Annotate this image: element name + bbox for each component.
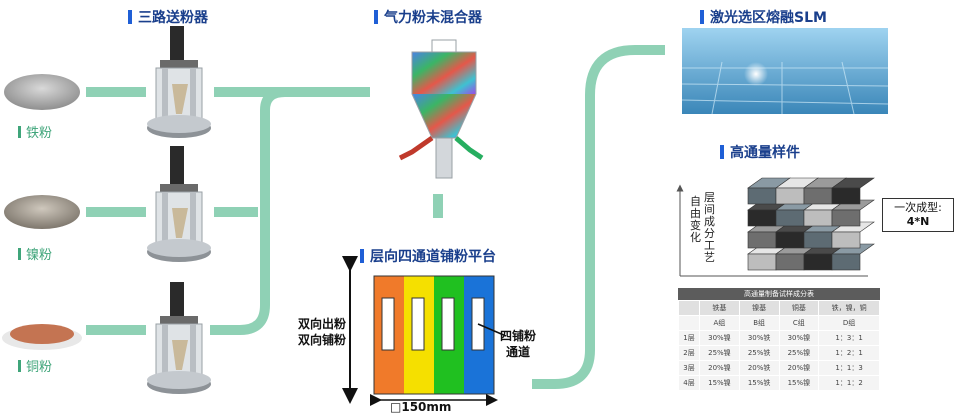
- table-title: 高通量制备试样成分表: [678, 288, 880, 300]
- table-cell: 4层: [677, 375, 701, 391]
- table-cell: 铁，镍，铜: [818, 300, 880, 316]
- cube-cell-front: [803, 253, 833, 271]
- table-cell: 20%铁: [738, 360, 780, 376]
- note-line-1: 一次成型:: [894, 201, 942, 214]
- powder-label-copper: 铜粉: [18, 356, 52, 375]
- table-cell: 1：1：2: [818, 375, 880, 391]
- table-cell: 3层: [677, 360, 701, 376]
- cube-cell-front: [747, 231, 777, 249]
- table-cell: 1层: [677, 330, 701, 346]
- table-cell: 15%镍: [699, 375, 740, 391]
- table-cell: 20%镍: [699, 360, 740, 376]
- cube-cell-front: [747, 253, 777, 271]
- platform-title: 层向四通道铺粉平台: [360, 246, 496, 266]
- axis-label-2: 层间成分工艺: [704, 191, 715, 264]
- table-cell: B组: [738, 315, 780, 331]
- pipe-to-slm: [532, 45, 665, 389]
- powder-label-nickel: 镍粉: [18, 244, 52, 263]
- table-cell: 30%镍: [699, 330, 740, 346]
- right-label-line-2: 通道: [506, 345, 531, 359]
- table-cell: 镍基: [738, 300, 780, 316]
- cube-cell-front: [831, 231, 861, 249]
- powder-label-iron: 铁粉: [18, 122, 52, 141]
- mixer-title: 气力粉末混合器: [374, 7, 482, 27]
- cube-cell-front: [775, 231, 805, 249]
- table-cell: [677, 300, 701, 316]
- copper-powder-pile: [2, 324, 82, 350]
- feeder-2: [147, 146, 211, 262]
- table-cell: 25%铁: [738, 345, 780, 361]
- nickel-powder-pile: [4, 195, 80, 229]
- table-cell: 1：3：1: [818, 330, 880, 346]
- slm-laser-image: [682, 28, 888, 114]
- right-label-line-1: 四铺粉: [500, 329, 537, 343]
- table-cell: 铜基: [778, 300, 820, 316]
- cube-cell-front: [747, 209, 777, 227]
- table-cell: 1：1：3: [818, 360, 880, 376]
- table-row: 铁基镍基铜基铁，镍，铜: [677, 300, 880, 316]
- feeder-3: [147, 282, 211, 394]
- cube-cell-front: [831, 187, 861, 205]
- cube-cell-front: [775, 209, 805, 227]
- powder-mixer: [398, 39, 484, 179]
- table-cell: 25%镍: [778, 345, 820, 361]
- cube-cell-front: [803, 209, 833, 227]
- left-label-line-2: 双向铺粉: [298, 333, 347, 347]
- table-cell: 30%铁: [738, 330, 780, 346]
- platform-right-label: 四铺粉 通道: [500, 328, 536, 360]
- cube-cell-front: [747, 187, 777, 205]
- platform-size-label: □150mm: [390, 400, 452, 414]
- cube-cell-front: [803, 231, 833, 249]
- table-cell: 铁基: [699, 300, 740, 316]
- left-label-line-1: 双向出粉: [298, 317, 347, 331]
- table-cell: 20%镍: [778, 360, 820, 376]
- sample-cube: [676, 177, 875, 277]
- cube-cell-front: [775, 187, 805, 205]
- slm-title: 激光选区熔融SLM: [700, 7, 827, 27]
- cube-cell-front: [831, 253, 861, 271]
- feeder-1: [147, 26, 211, 138]
- platform-left-label: 双向出粉 双向铺粉: [298, 316, 346, 348]
- one-shot-note: 一次成型: 4*N: [882, 198, 954, 232]
- table-cell: C组: [778, 315, 820, 331]
- cube-cell-front: [775, 253, 805, 271]
- table-cell: 2层: [677, 345, 701, 361]
- cube-cell-front: [831, 209, 861, 227]
- table-cell: A组: [699, 315, 740, 331]
- pipe-bus-vertical: [210, 87, 286, 335]
- table-cell: 15%镍: [778, 375, 820, 391]
- samples-title: 高通量样件: [720, 142, 800, 162]
- table-cell: D组: [818, 315, 880, 331]
- cube-layers: [747, 177, 875, 271]
- spreading-platform: [342, 256, 507, 406]
- note-line-2: 4*N: [906, 215, 930, 228]
- iron-powder-pile: [4, 74, 80, 110]
- table-cell: 30%镍: [778, 330, 820, 346]
- table-cell: 15%铁: [738, 375, 780, 391]
- table-cell: 1：2：1: [818, 345, 880, 361]
- table-cell: [677, 315, 701, 331]
- feeder-title: 三路送粉器: [128, 7, 208, 27]
- cube-cell-front: [803, 187, 833, 205]
- table-cell: 25%镍: [699, 345, 740, 361]
- axis-label-1: 自由变化: [690, 195, 701, 244]
